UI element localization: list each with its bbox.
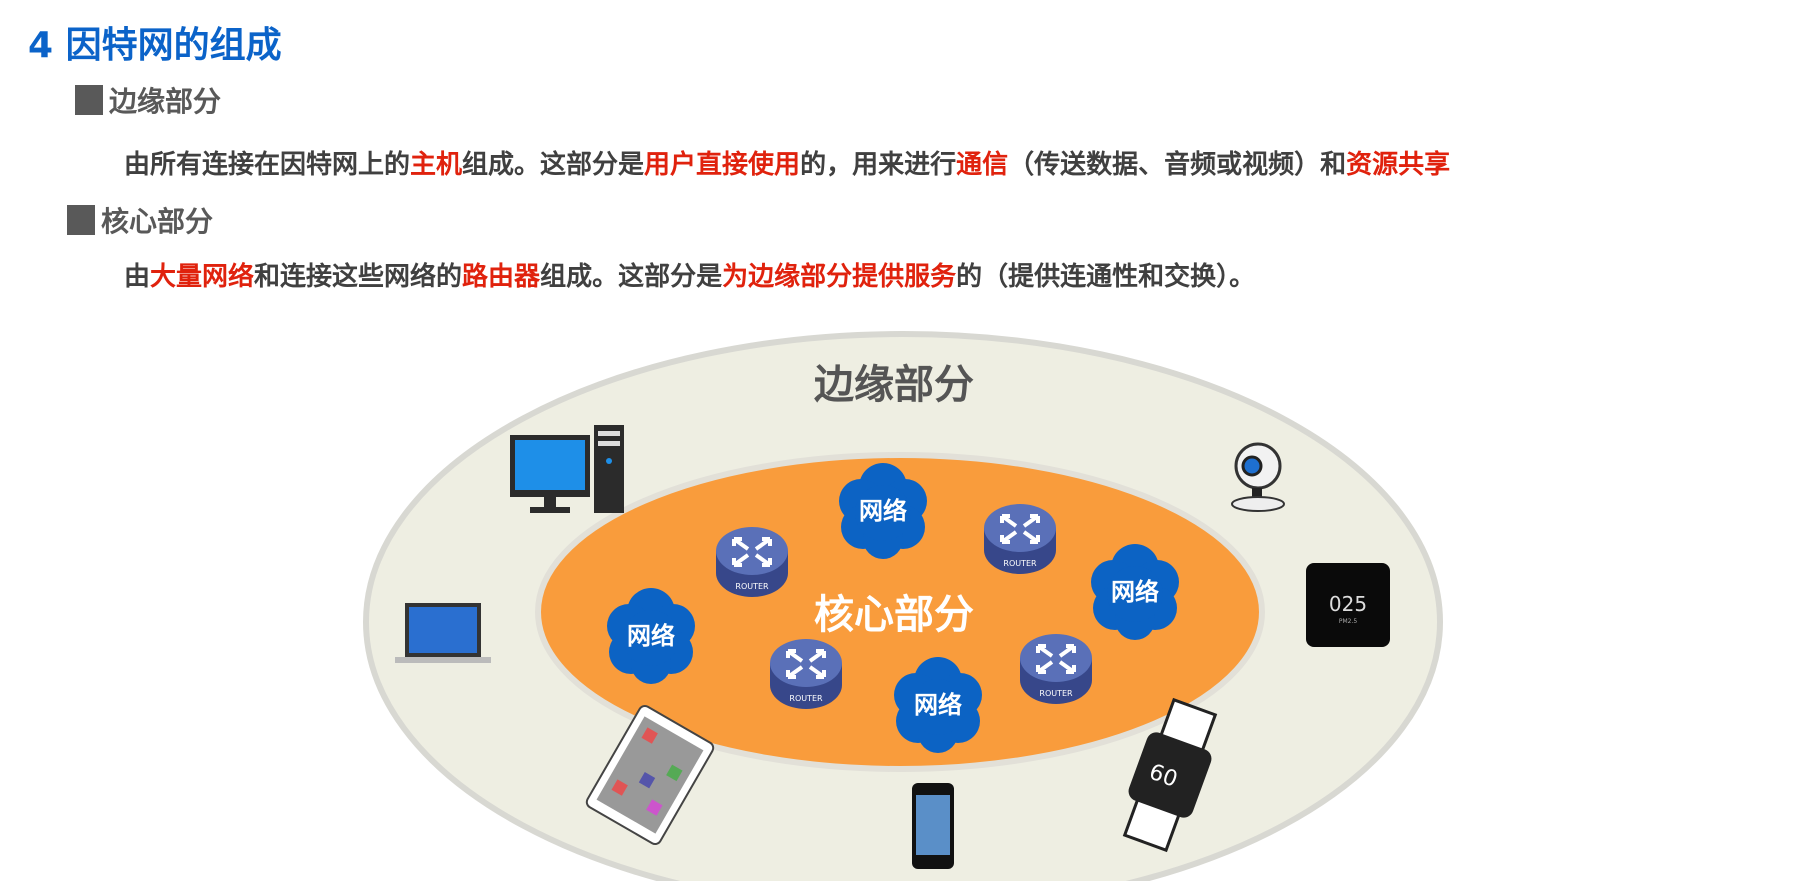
svg-text:网络: 网络 [914, 691, 962, 719]
body-text: 和连接这些网络的 [254, 262, 463, 292]
edge-part-label: 边缘部分 [814, 362, 974, 408]
heading-text: 核心部分 [101, 205, 214, 238]
highlighted-text: 路由器 [462, 262, 541, 292]
smartphone-icon [912, 783, 954, 869]
body-text: 的（提供连通性和交换）。 [956, 262, 1256, 292]
core-description: 由大量网络和连接这些网络的路由器组成。这部分是为边缘部分提供服务的（提供连通性和… [124, 256, 1255, 293]
body-text: 组成。这部分是 [462, 150, 645, 180]
highlighted-text: 大量网络 [150, 262, 255, 292]
network-cloud-icon: 网络 [839, 463, 927, 559]
svg-text:PM2.5: PM2.5 [1339, 618, 1358, 625]
edge-description: 由所有连接在因特网上的主机组成。这部分是用户直接使用的，用来进行通信（传送数据、… [124, 144, 1450, 181]
section-heading-edge: 边缘部分 [75, 80, 221, 120]
router-icon: ROUTER [982, 502, 1058, 576]
svg-text:ROUTER: ROUTER [1039, 689, 1073, 698]
network-cloud-icon: 网络 [607, 588, 695, 684]
highlighted-text: 为边缘部分提供服务 [722, 262, 957, 292]
page-title: 4 因特网的组成 [28, 25, 282, 66]
svg-text:网络: 网络 [859, 497, 907, 525]
svg-text:025: 025 [1329, 592, 1367, 616]
router-icon: ROUTER [714, 525, 790, 599]
router-icon: ROUTER [768, 637, 844, 711]
network-cloud-icon: 网络 [894, 657, 982, 753]
bullet-square-icon [75, 85, 103, 115]
highlighted-text: 主机 [410, 150, 463, 180]
laptop-icon [395, 603, 491, 663]
highlighted-text: 用户直接使用 [644, 150, 801, 180]
svg-text:网络: 网络 [1111, 578, 1159, 606]
svg-text:ROUTER: ROUTER [1003, 559, 1037, 568]
desktop-computer-icon [510, 425, 624, 513]
body-text: 的，用来进行 [800, 150, 957, 180]
highlighted-text: 通信 [956, 150, 1009, 180]
svg-text:ROUTER: ROUTER [789, 694, 823, 703]
body-text: 由所有连接在因特网上的 [124, 150, 411, 180]
router-icon: ROUTER [1018, 632, 1094, 706]
tablet-icon [585, 704, 715, 846]
svg-text:ROUTER: ROUTER [735, 582, 769, 591]
bullet-square-icon [67, 205, 95, 235]
smartwatch-icon: 60 [1122, 697, 1218, 853]
body-text: 组成。这部分是 [540, 262, 723, 292]
body-text: 由 [124, 262, 151, 292]
section-heading-core: 核心部分 [67, 200, 213, 240]
body-text: （传送数据、音频或视频）和 [1008, 150, 1347, 180]
svg-text:网络: 网络 [627, 622, 675, 650]
air-monitor-icon: 025 PM2.5 [1306, 563, 1390, 647]
highlighted-text: 资源共享 [1346, 150, 1451, 180]
network-cloud-icon: 网络 [1091, 544, 1179, 640]
webcam-icon [1231, 442, 1285, 512]
core-part-label: 核心部分 [814, 592, 974, 638]
heading-text: 边缘部分 [109, 85, 222, 118]
